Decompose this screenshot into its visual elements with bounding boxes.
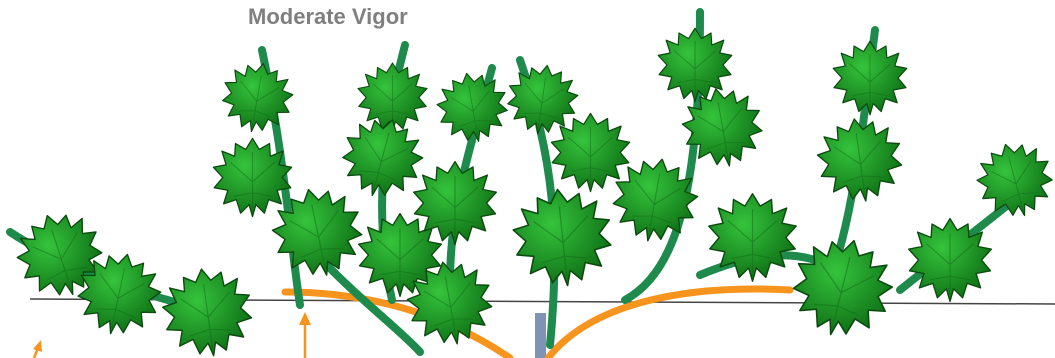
cordon-arm (544, 285, 794, 358)
leaf (657, 27, 733, 103)
shoot (316, 254, 424, 356)
leaf (157, 262, 258, 358)
leaf (265, 179, 371, 285)
leaf (832, 40, 908, 116)
leaf (216, 57, 298, 139)
leaf (508, 183, 617, 292)
trunk (535, 313, 546, 358)
arrow (32, 340, 42, 358)
leaf (812, 112, 908, 208)
leaf (969, 134, 1055, 226)
arrow (299, 312, 311, 358)
leaves (7, 27, 1055, 358)
diagram-title: Moderate Vigor (248, 4, 408, 29)
cordon-arm (281, 288, 514, 358)
